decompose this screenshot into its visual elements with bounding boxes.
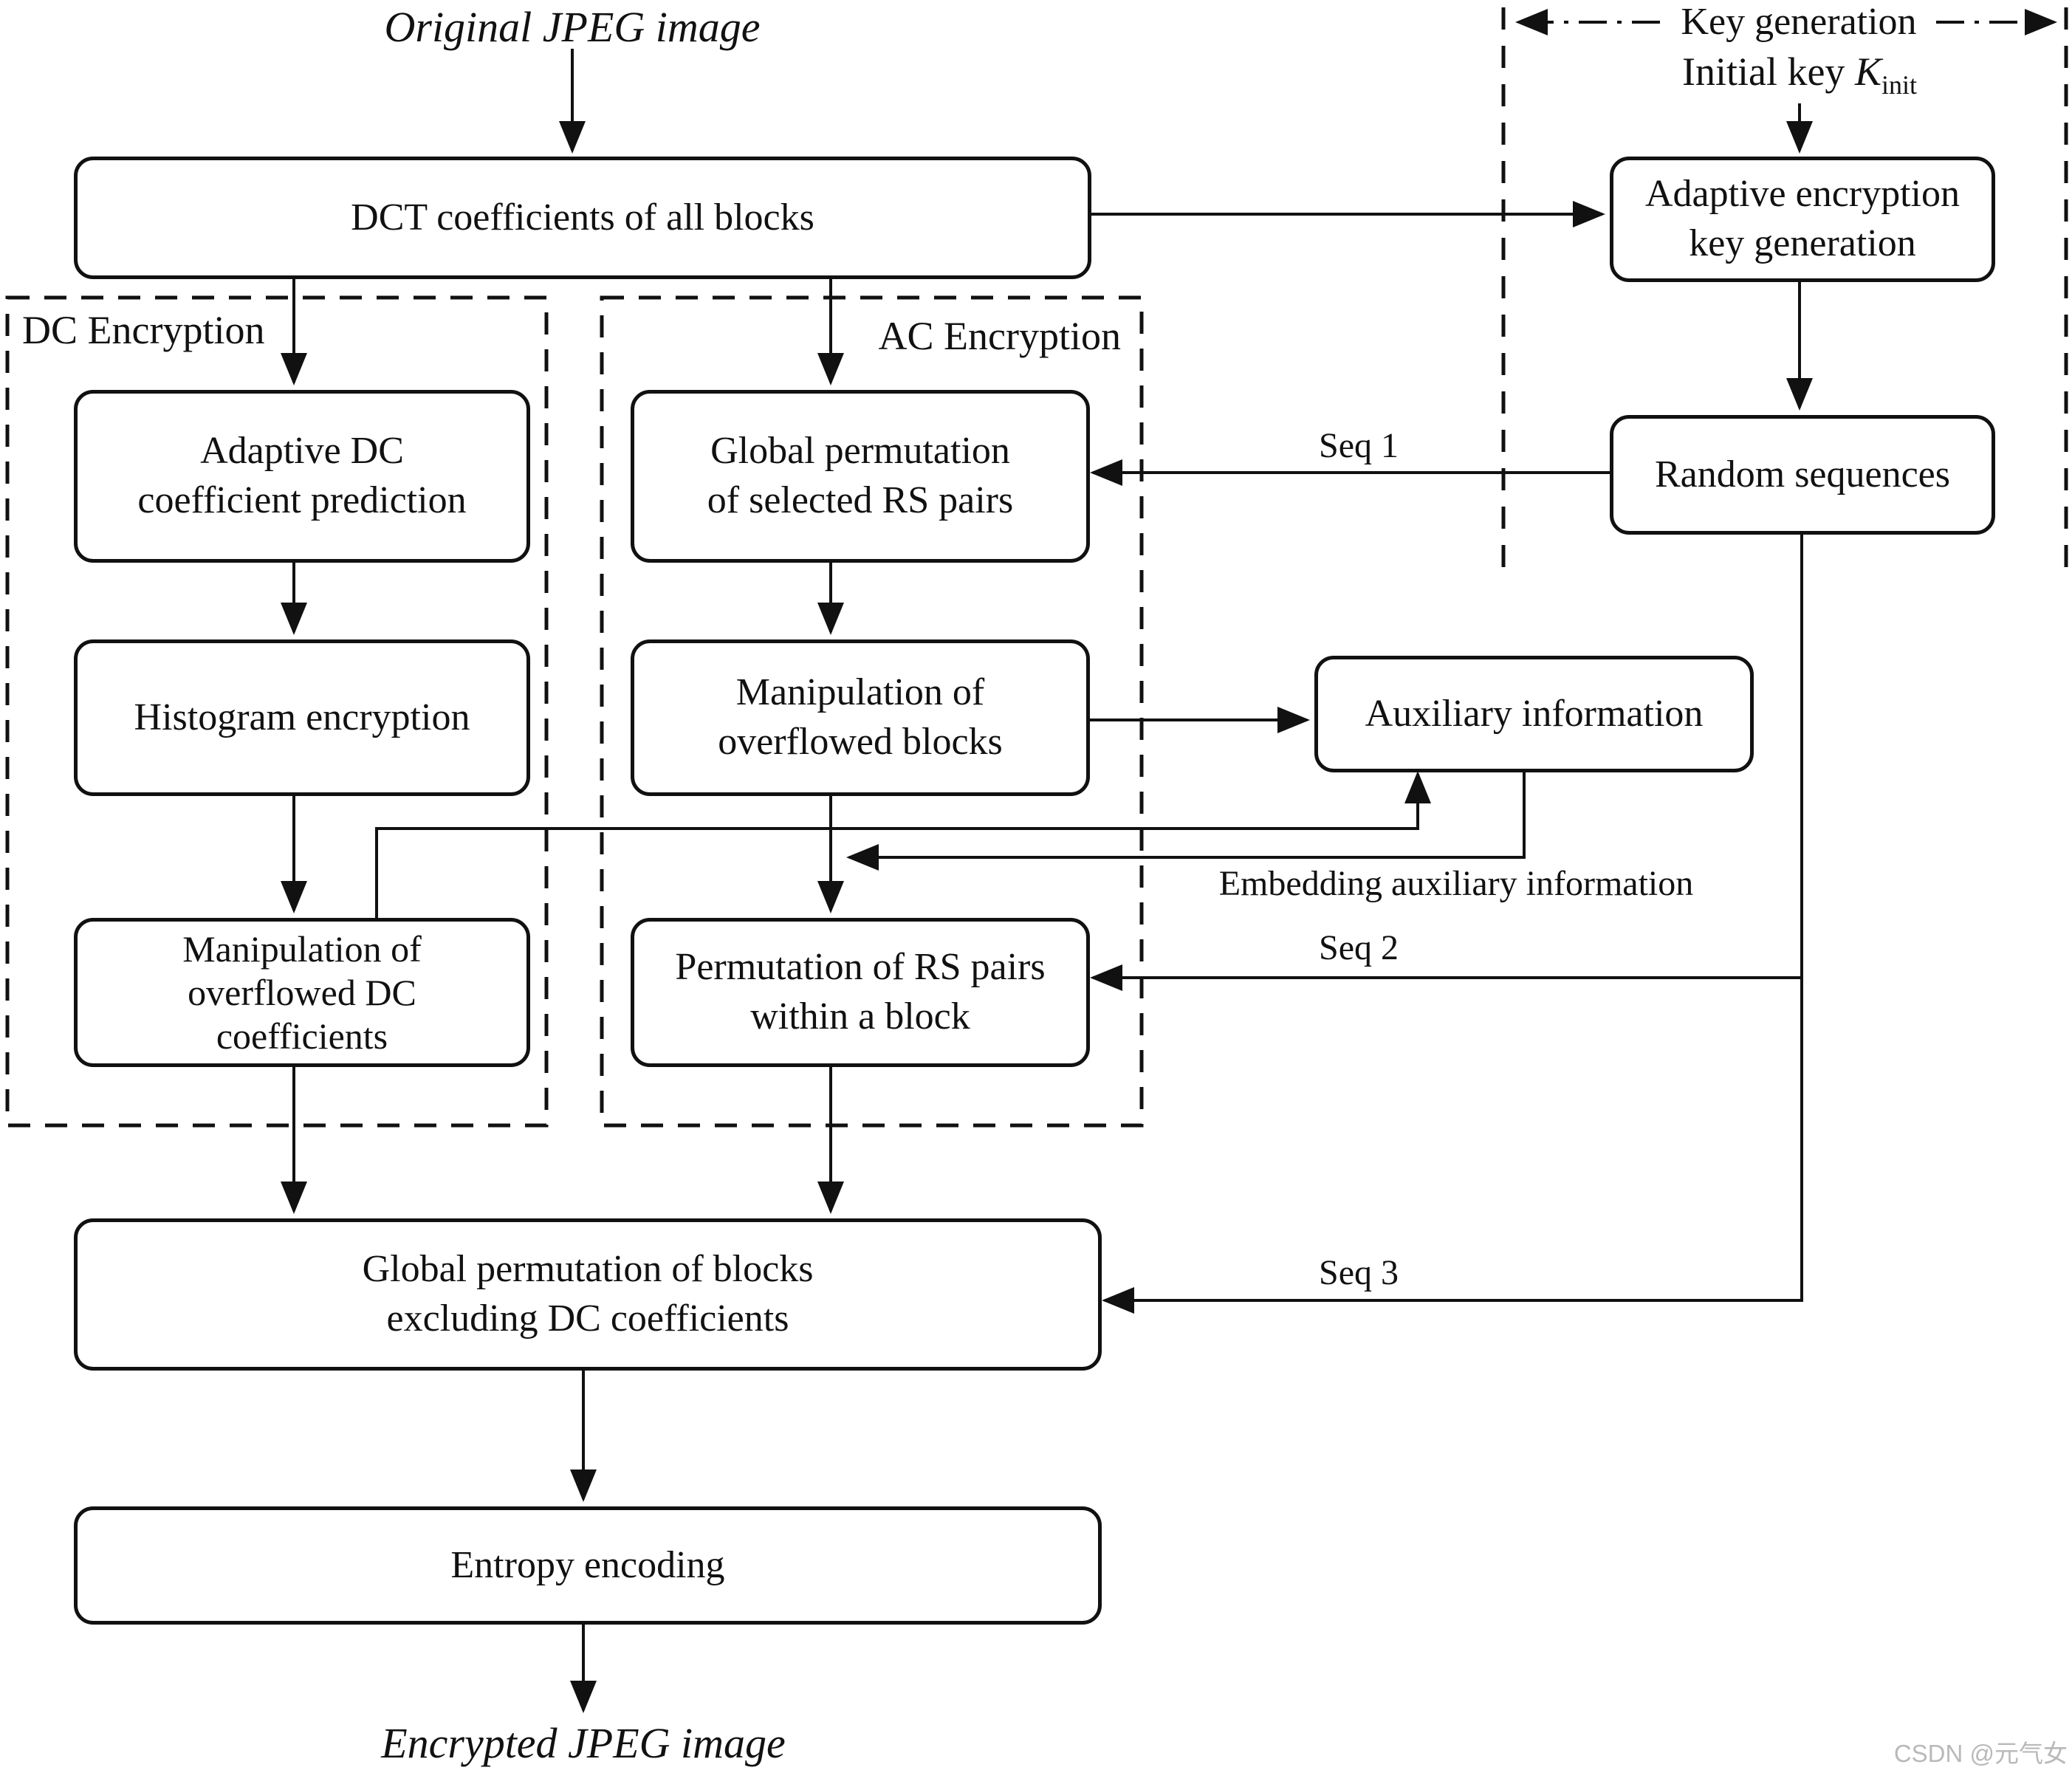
original-jpeg-label: Original JPEG image bbox=[384, 3, 761, 51]
seq2-label: Seq 2 bbox=[1319, 928, 1399, 967]
initial-key-label: Initial key Kinit bbox=[1578, 49, 2021, 100]
node-histogram-encryption: Histogram encryption bbox=[74, 639, 530, 796]
ac-encryption-region-border bbox=[600, 295, 1144, 1128]
node-auxiliary-information: Auxiliary information bbox=[1314, 656, 1754, 772]
node-adaptive-dc-coefficient-prediction: Adaptive DC coefficient prediction bbox=[74, 390, 530, 563]
node-manipulation-overflowed-dc-coefficients: Manipulation of overflowed DC coefficien… bbox=[74, 918, 530, 1067]
key-generation-title: Key generation bbox=[1681, 1, 1917, 43]
dc-encryption-region-border bbox=[5, 295, 549, 1128]
initial-key-text: Initial key bbox=[1682, 49, 1855, 94]
arrow-seq3-to-global-perm-blocks bbox=[1102, 527, 1803, 1314]
dc-encryption-section-label: DC Encryption bbox=[22, 308, 265, 352]
seq3-label: Seq 3 bbox=[1319, 1253, 1399, 1292]
arrow-manip-dc-to-aux-info bbox=[375, 771, 1431, 918]
node-dct-coefficients: DCT coefficients of all blocks bbox=[74, 157, 1091, 279]
node-permutation-rs-pairs-within-block: Permutation of RS pairs within a block bbox=[631, 918, 1090, 1067]
embedding-aux-info-label: Embedding auxiliary information bbox=[1218, 864, 1694, 903]
node-random-sequences: Random sequences bbox=[1610, 415, 1995, 535]
seq1-label: Seq 1 bbox=[1319, 426, 1399, 465]
initial-key-symbol: K bbox=[1854, 49, 1881, 94]
ac-encryption-section-label: AC Encryption bbox=[878, 314, 1121, 358]
node-global-permutation-selected-rs-pairs: Global permutation of selected RS pairs bbox=[631, 390, 1090, 563]
watermark-text: CSDN @元气女 bbox=[1893, 1740, 2068, 1767]
node-manipulation-overflowed-blocks: Manipulation of overflowed blocks bbox=[631, 639, 1090, 796]
node-global-permutation-blocks-excluding-dc: Global permutation of blocks excluding D… bbox=[74, 1218, 1102, 1371]
node-adaptive-encryption-key-generation: Adaptive encryption key generation bbox=[1610, 157, 1995, 282]
encrypted-jpeg-label: Encrypted JPEG image bbox=[381, 1719, 786, 1767]
arrow-aux-info-embedding bbox=[846, 765, 1526, 871]
initial-key-subscript: init bbox=[1881, 70, 1917, 100]
node-entropy-encoding: Entropy encoding bbox=[74, 1506, 1102, 1625]
